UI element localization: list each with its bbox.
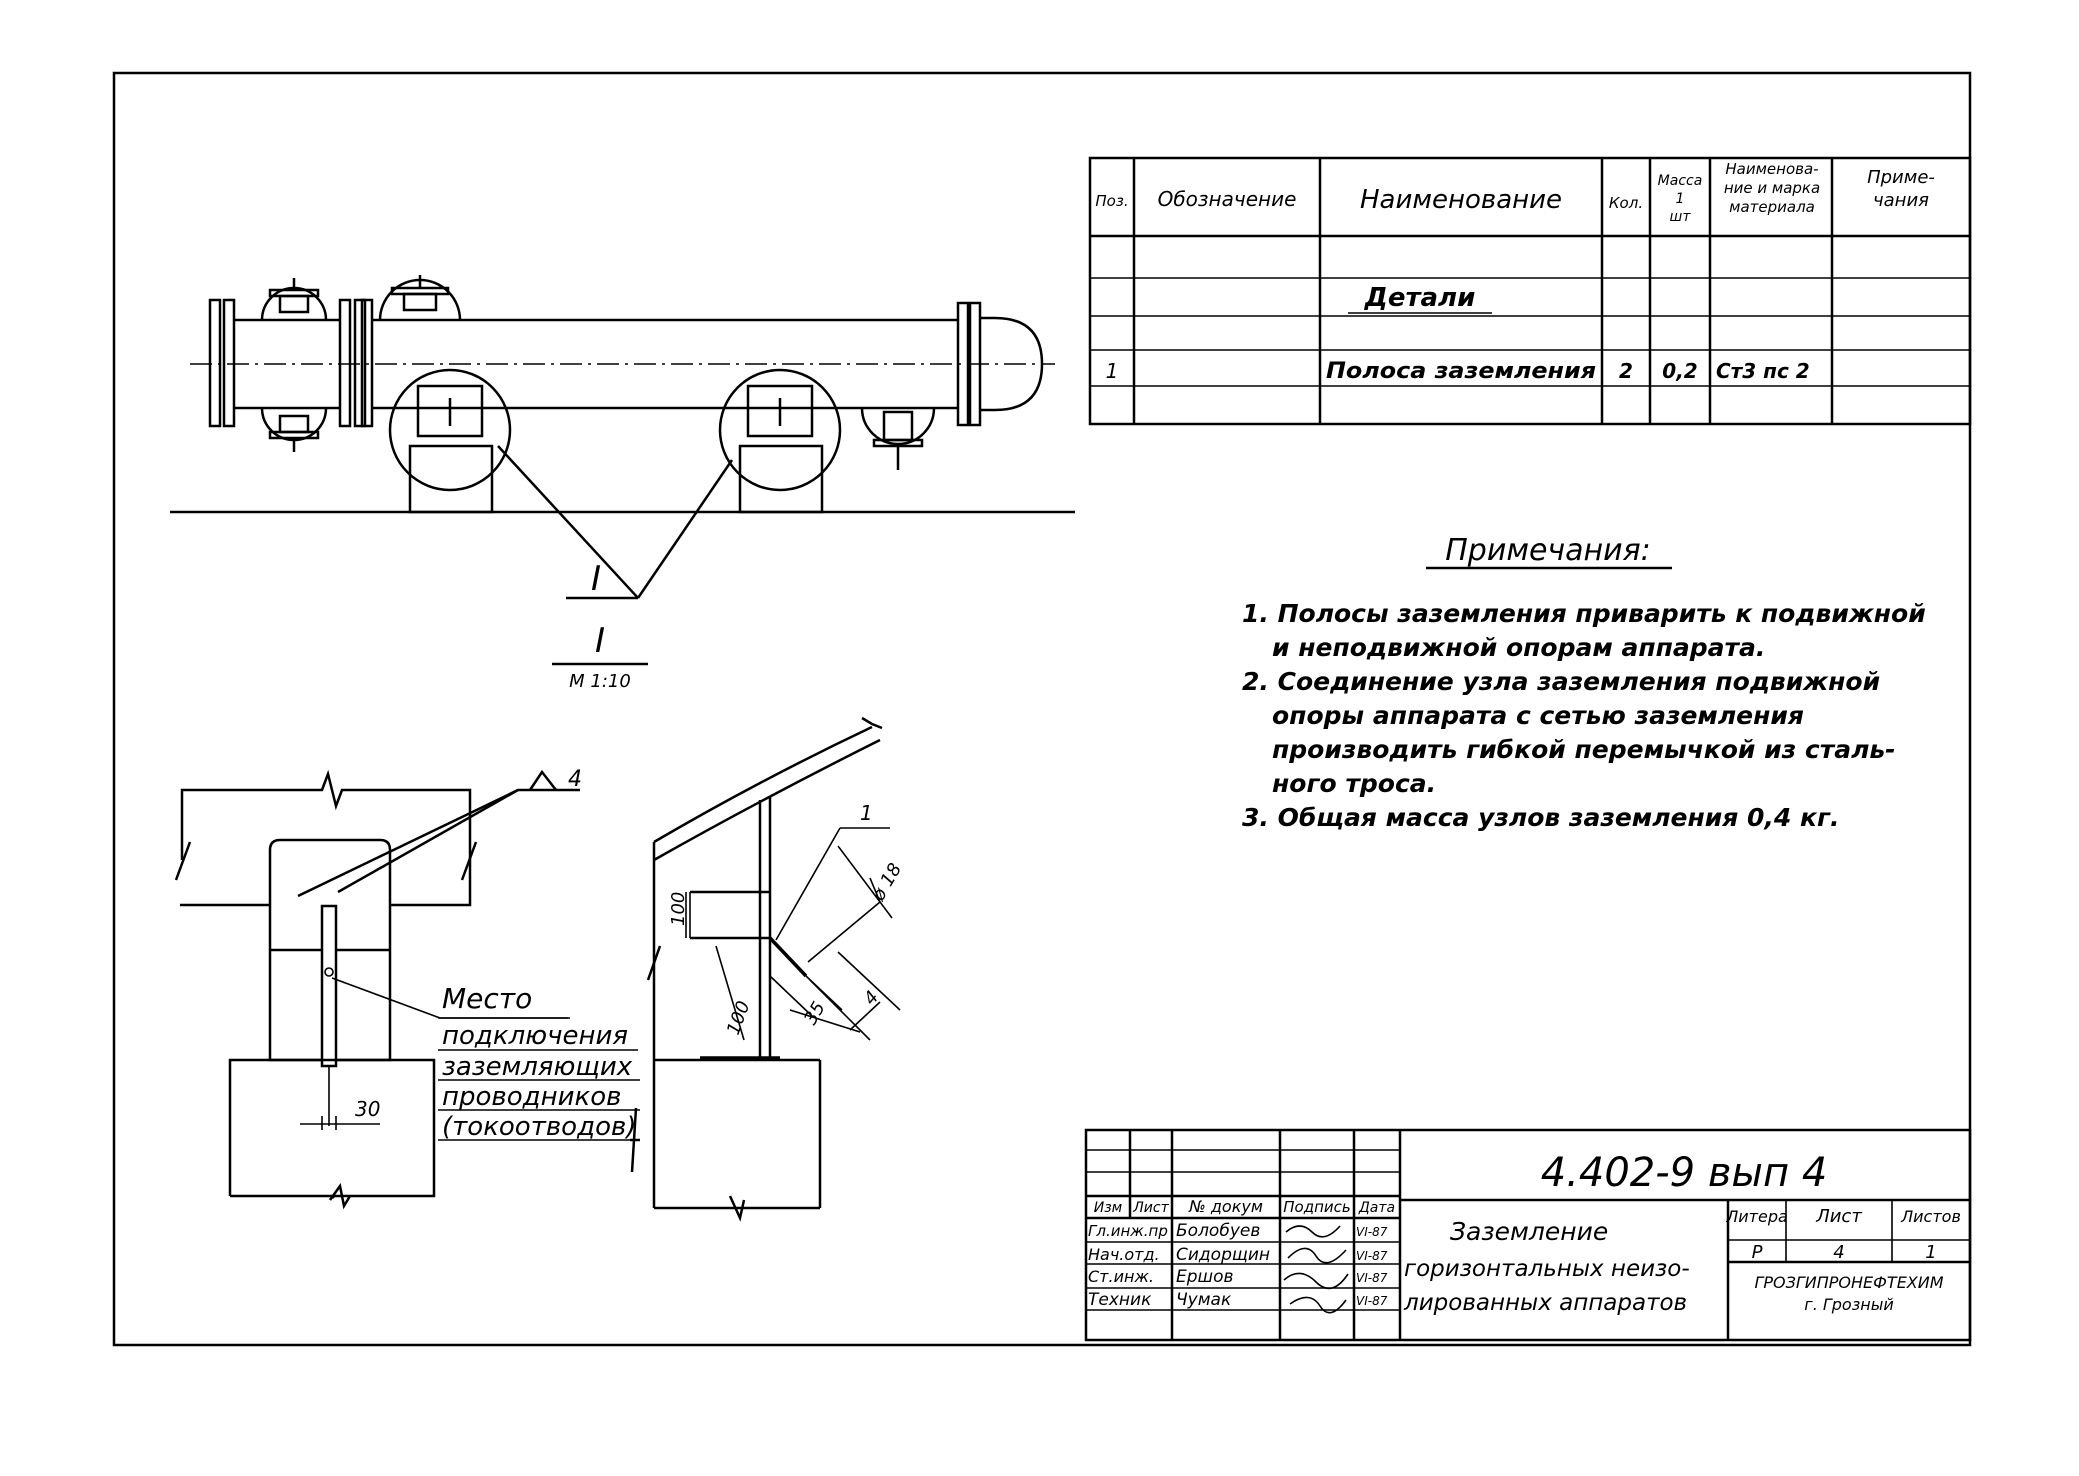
stage-header: Листов (1900, 1207, 1961, 1226)
spec-cell-material: Ст3 пс 2 (1716, 359, 1810, 383)
col-header: Изм (1094, 1200, 1123, 1216)
note-line: ного троса. (1272, 769, 1436, 798)
person-date: VI-87 (1356, 1271, 1388, 1285)
note-line: и неподвижной опорам аппарата. (1272, 633, 1765, 662)
person-name: Сидорщин (1176, 1245, 1270, 1265)
connection-note: Место подключения заземляющих проводнико… (442, 982, 636, 1142)
person-name: Болобуев (1176, 1221, 1260, 1241)
person-role: Техник (1088, 1290, 1152, 1310)
spec-header-material: Наименова- ние и марка материала (1724, 160, 1820, 216)
col-header: № докум (1188, 1197, 1263, 1216)
person-role: Нач.отд. (1088, 1245, 1160, 1264)
stage-block: Литера Лист Листов Р 4 1 (1725, 1206, 1961, 1263)
title-people: Гл.инж.пр Болобуев VI-87 Нач.отд. Сидорщ… (1088, 1221, 1388, 1310)
dim-100-side: 100 (723, 998, 754, 1037)
title-block (1084, 1128, 1972, 1342)
spec-header-name: Наименование (1360, 185, 1562, 215)
dim-hole-diameter: ø 18 (868, 860, 907, 906)
signatures (1283, 1225, 1349, 1314)
dim-height-100: 100 (668, 892, 689, 926)
person-role: Гл.инж.пр (1088, 1222, 1168, 1240)
person-date: VI-87 (1356, 1249, 1388, 1263)
person-date: VI-87 (1356, 1225, 1388, 1239)
notes-title: Примечания: (1445, 533, 1651, 568)
dim-width-30: 30 (355, 1097, 380, 1121)
organization: ГРОЗГИПРОНЕФТЕХИМ (1754, 1273, 1943, 1292)
spec-cell-name: Полоса заземления (1326, 359, 1596, 384)
vessel-side-view (170, 275, 1075, 600)
detail-title: I (595, 621, 605, 661)
detail-view-title: I М 1:10 (552, 621, 648, 692)
dim-35: 35 (800, 998, 830, 1028)
person-name: Чумак (1176, 1290, 1232, 1310)
spec-cell-qty: 2 (1619, 359, 1633, 383)
title-line: Заземление (1450, 1217, 1608, 1246)
notes-block: Примечания: 1. Полосы заземления привари… (1242, 533, 1926, 832)
spec-header-qty: Кол. (1609, 194, 1643, 212)
doc-code: 4.402-9 вып 4 (1541, 1150, 1828, 1196)
note-line: 2. Соединение узла заземления подвижной (1242, 667, 1880, 696)
connection-note-line: проводников (442, 1082, 621, 1112)
callout-label: I (591, 559, 601, 599)
detail-scale: М 1:10 (569, 671, 631, 692)
title-line: лированных аппаратов (1403, 1290, 1687, 1316)
col-header: Дата (1358, 1200, 1395, 1216)
connection-note-line: (токоотводов) (442, 1112, 636, 1142)
stage-header: Литера (1725, 1207, 1788, 1226)
spec-header-designation: Обозначение (1158, 187, 1297, 211)
detail-front-view (174, 769, 640, 1210)
stage-value: 4 (1833, 1242, 1844, 1263)
note-line: 1. Полосы заземления приварить к подвижн… (1242, 599, 1926, 628)
stage-value: Р (1752, 1242, 1763, 1263)
position-1-label: 1 (860, 801, 873, 825)
person-name: Ершов (1176, 1267, 1234, 1287)
connection-note-line: подключения (442, 1021, 628, 1051)
connection-note-line: Место (442, 982, 532, 1015)
col-header: Подпись (1283, 1198, 1350, 1216)
person-date: VI-87 (1356, 1294, 1388, 1308)
spec-header-pos: Поз. (1095, 192, 1128, 210)
sheet-frame (112, 71, 1972, 1347)
spec-header-notes: Приме- чания (1867, 167, 1935, 211)
stage-header: Лист (1815, 1206, 1862, 1227)
note-line: 3. Общая масса узлов заземления 0,4 кг. (1242, 803, 1840, 832)
spec-cell-mass: 0,2 (1662, 359, 1697, 383)
person-role: Ст.инж. (1088, 1267, 1154, 1286)
stage-value: 1 (1925, 1242, 1936, 1263)
spec-table (1088, 156, 1972, 426)
connection-note-line: заземляющих (442, 1052, 633, 1082)
title-line: горизонтальных неизо- (1404, 1256, 1690, 1282)
spec-header-mass: Масса 1 шт (1658, 173, 1703, 225)
spec-section-title: Детали (1364, 283, 1476, 313)
title-col-headers: Изм Лист № докум Подпись Дата (1094, 1197, 1395, 1216)
col-header: Лист (1132, 1200, 1169, 1216)
organization-city: г. Грозный (1804, 1295, 1893, 1314)
dim-weld-leg: 4 (568, 767, 582, 792)
spec-row: 1 Полоса заземления 2 0,2 Ст3 пс 2 (1106, 359, 1810, 384)
spec-cell-pos: 1 (1106, 359, 1119, 383)
note-line: производить гибкой перемычкой из сталь- (1272, 735, 1896, 764)
note-line: опоры аппарата с сетью заземления (1272, 701, 1804, 730)
detail-side-view (646, 716, 901, 1222)
